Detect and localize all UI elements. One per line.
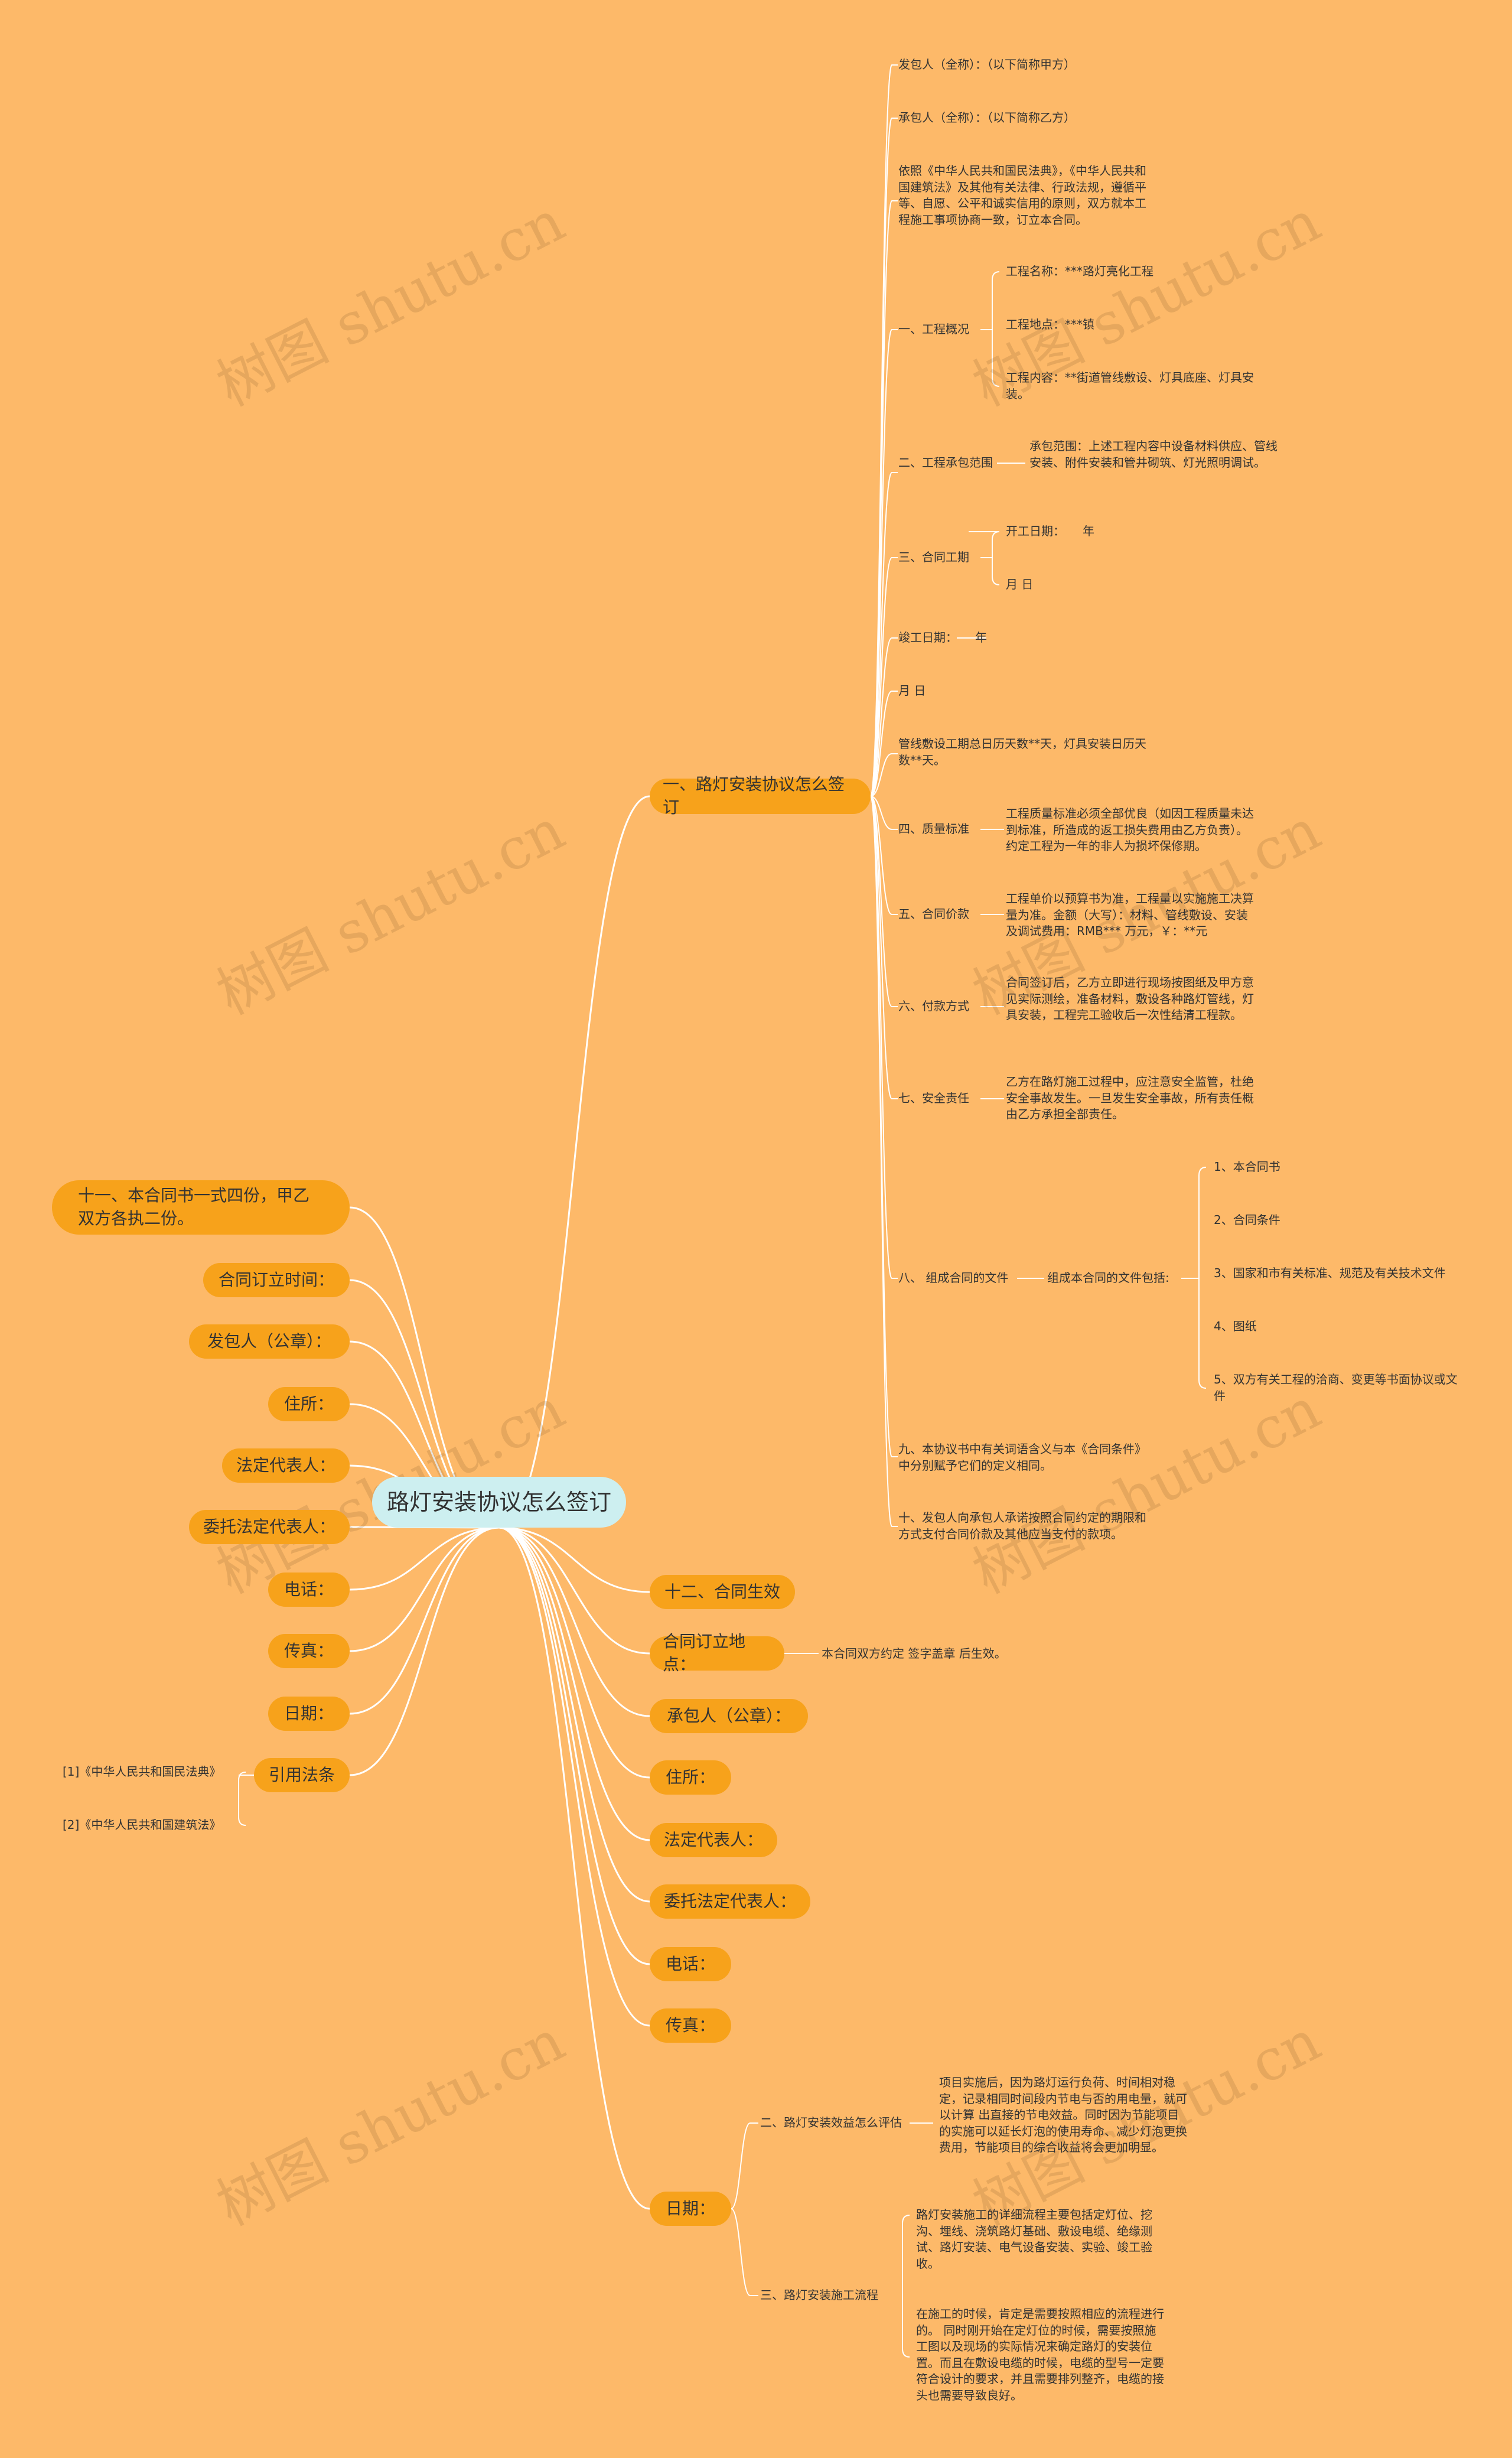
branch-legal-rep[interactable]: 法定代表人： <box>650 1823 777 1857</box>
sign-place-text: 本合同双方约定 签字盖章 后生效。 <box>822 1646 1006 1661</box>
central-topic[interactable]: 路灯安装协议怎么签订 <box>372 1477 626 1528</box>
clause-ten-text: 十、发包人向承包人承诺按照合同约定的期限和方式支付合同价款及其他应当支付的款项。 <box>898 1510 1146 1541</box>
document-item: 2、合同条件 <box>1214 1213 1280 1227</box>
project-overview-label[interactable]: 一、工程概况 <box>898 322 969 336</box>
branch-sign-agreement[interactable]: 一、路灯安装协议怎么签订 <box>650 774 871 817</box>
process-text-2: 在施工的时候，肯定是需要按照相应的流程进行的。 同时刚开始在定灯位的时候，需要按… <box>916 2307 1164 2402</box>
branch-legal-rep-left[interactable]: 法定代表人： <box>222 1448 350 1483</box>
project-location-text: 工程地点：***镇 <box>1006 317 1094 331</box>
start-md-text: 月 日 <box>1006 577 1034 591</box>
branch-copies[interactable]: 十一、本合同书一式四份，甲乙双方各执二份。 <box>52 1180 350 1235</box>
document-item: 1、本合同书 <box>1214 1160 1280 1174</box>
document-item: 3、国家和市有关标准、规范及有关技术文件 <box>1214 1266 1446 1280</box>
quality-label[interactable]: 四、质量标准 <box>898 822 969 836</box>
branch-contract-effect[interactable]: 十二、合同生效 <box>650 1575 795 1609</box>
branch-sign-time[interactable]: 合同订立时间： <box>203 1263 350 1297</box>
branch-fax-left[interactable]: 传真： <box>268 1634 350 1668</box>
process-label[interactable]: 三、路灯安装施工流程 <box>760 2288 878 2302</box>
branch-sign-place[interactable]: 合同订立地点： <box>650 1632 784 1674</box>
branch-contractor-seal[interactable]: 承包人（公章）： <box>650 1699 808 1733</box>
quality-text: 工程质量标准必须全部优良（如因工程质量未达到标准，所造成的返工损失费用由乙方负责… <box>1006 806 1254 854</box>
scope-label[interactable]: 二、工程承包范围 <box>898 455 993 470</box>
branch-date[interactable]: 日期： <box>650 2192 731 2226</box>
branch-agent[interactable]: 委托法定代表人： <box>650 1884 810 1919</box>
process-text-1: 路灯安装施工的详细流程主要包括定灯位、挖沟、埋线、浇筑路灯基础、敷设电缆、绝缘测… <box>916 2208 1152 2271</box>
law-item: [1]《中华人民共和国民法典》 <box>63 1764 221 1779</box>
party-b-text: 承包人（全称）：（以下简称乙方） <box>898 110 1076 125</box>
document-item: 4、图纸 <box>1214 1319 1257 1333</box>
law-item: [2]《中华人民共和国建筑法》 <box>63 1818 221 1832</box>
price-label[interactable]: 五、合同价款 <box>898 907 969 921</box>
party-a-text: 发包人（全称）：（以下简称甲方） <box>898 57 1076 71</box>
clause-nine-text: 九、本协议书中有关词语含义与本《合同条件》中分别赋予它们的定义相同。 <box>898 1442 1146 1473</box>
branch-phone-left[interactable]: 电话： <box>268 1573 350 1607</box>
document-item: 5、双方有关工程的洽商、变更等书面协议或文件 <box>1214 1372 1458 1403</box>
safety-label[interactable]: 七、安全责任 <box>898 1091 969 1105</box>
branch-laws[interactable]: 引用法条 <box>254 1758 350 1792</box>
branch-agent-left[interactable]: 委托法定代表人： <box>189 1510 350 1544</box>
period-label[interactable]: 三、合同工期 <box>898 550 969 564</box>
branch-fax[interactable]: 传真： <box>650 2008 731 2043</box>
project-content-text: 工程内容：**街道管线敷设、灯具底座、灯具安装。 <box>1006 370 1254 401</box>
documents-label[interactable]: 八、 组成合同的文件 <box>898 1271 1009 1285</box>
scope-text: 承包范围：上述工程内容中设备材料供应、管线安装、附件安装和管井砌筑、灯光照明调试… <box>1029 439 1278 470</box>
price-text: 工程单价以预算书为准，工程量以实施施工决算量为准。金额（大写）：材料、管线敷设、… <box>1006 891 1254 939</box>
branch-address-left[interactable]: 住所： <box>268 1387 350 1421</box>
payment-text: 合同签订后，乙方立即进行现场按图纸及甲方意见实际测绘，准备材料，敷设各种路灯管线… <box>1006 975 1254 1023</box>
finish-date-text: 竣工日期： 年 <box>898 630 987 644</box>
start-date-text: 开工日期： 年 <box>1006 524 1094 538</box>
branch-address[interactable]: 住所： <box>650 1760 731 1795</box>
documents-mid-text: 组成本合同的文件包括: <box>1047 1271 1169 1285</box>
legal-basis-text: 依照《中华人民共和国民法典》，《中华人民共和国建筑法》及其他有关法律、行政法规，… <box>898 164 1146 227</box>
branch-phone[interactable]: 电话： <box>650 1947 731 1981</box>
branch-date-left[interactable]: 日期： <box>268 1697 350 1731</box>
safety-text: 乙方在路灯施工过程中，应注意安全监管，杜绝安全事故发生。一旦发生安全事故，所有责… <box>1006 1075 1254 1122</box>
finish-md-text: 月 日 <box>898 683 926 698</box>
branch-employer-seal[interactable]: 发包人（公章）： <box>189 1324 350 1359</box>
benefit-label[interactable]: 二、路灯安装效益怎么评估 <box>760 2115 902 2130</box>
project-name-text: 工程名称：***路灯亮化工程 <box>1006 264 1153 278</box>
payment-label[interactable]: 六、付款方式 <box>898 999 969 1013</box>
benefit-text: 项目实施后，因为路灯运行负荷、时间相对稳定，记录相同时间段内节电与否的用电量，就… <box>939 2075 1187 2155</box>
total-days-text: 管线敷设工期总日历天数**天，灯具安装日历天数**天。 <box>898 737 1146 767</box>
